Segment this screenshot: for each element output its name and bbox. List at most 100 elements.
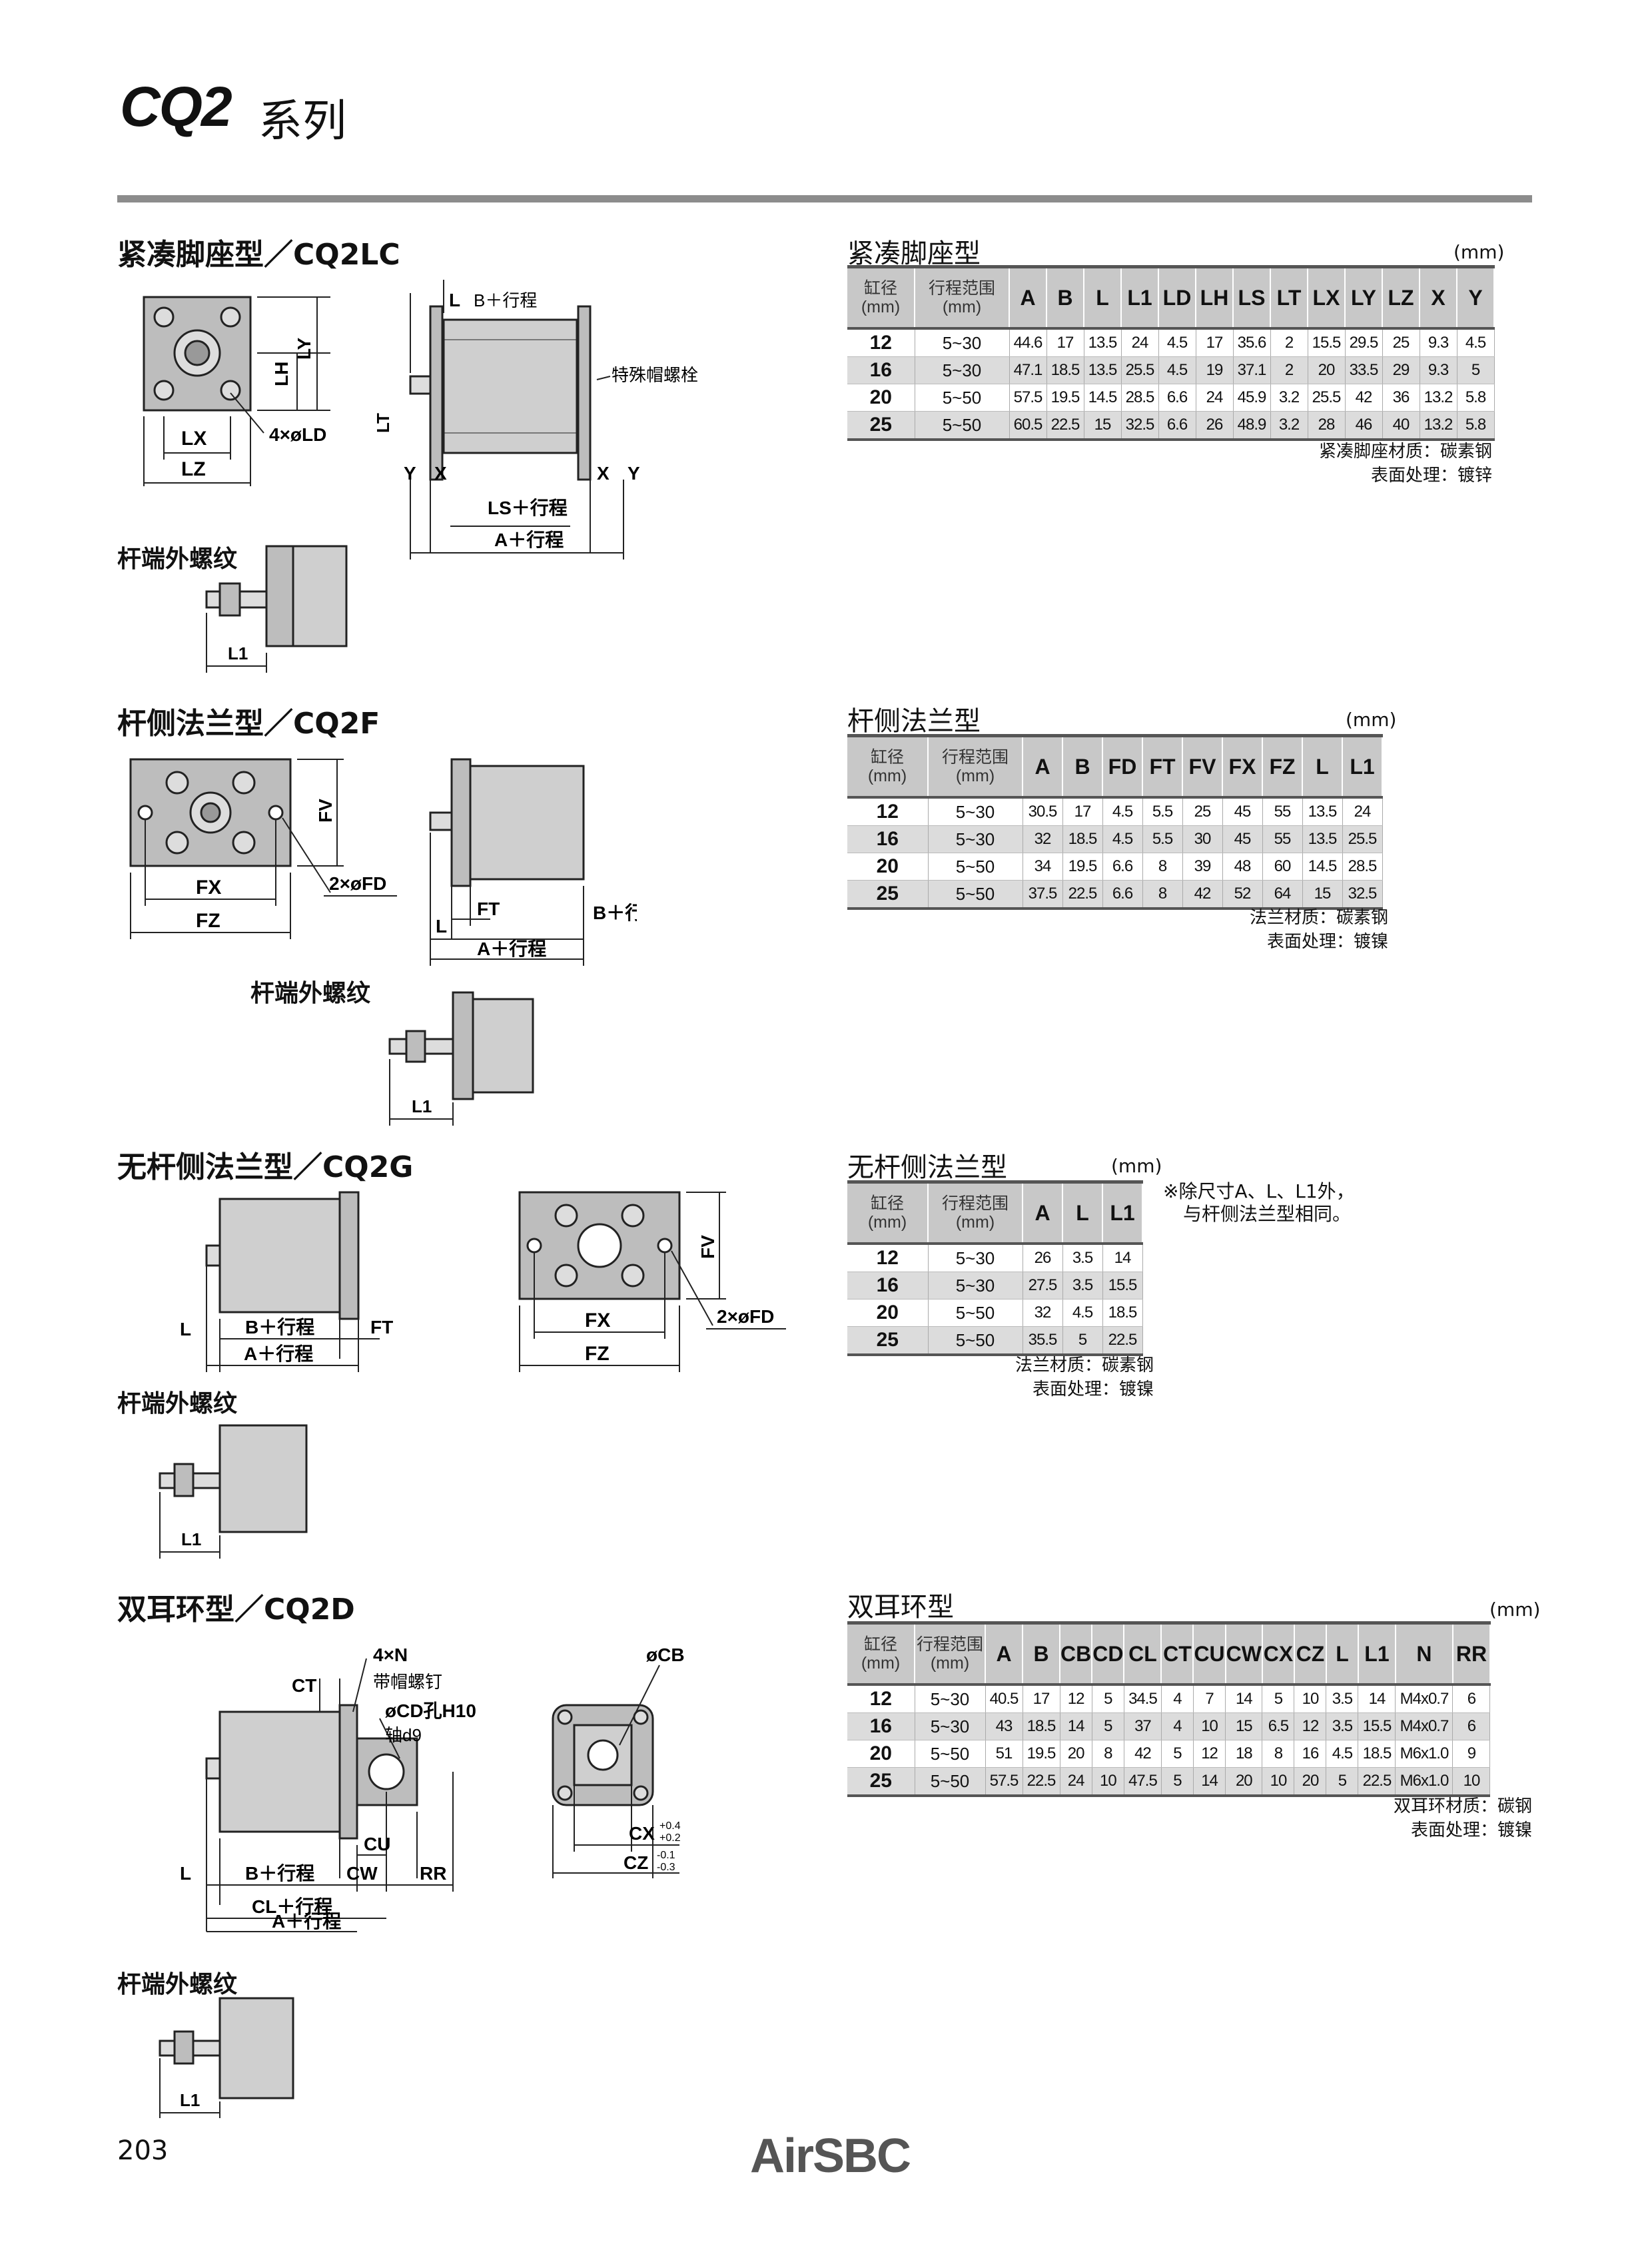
table-cell: 13.5	[1084, 328, 1122, 357]
column-header: L	[1084, 265, 1122, 330]
note-lc-finish: 表面处理：镀锌	[1370, 466, 1492, 486]
table-cell: 2	[1270, 356, 1308, 384]
note-g: 法兰材质：碳素钢 表面处理：镀镍	[1015, 1353, 1154, 1401]
bore-cell: 12	[847, 328, 915, 357]
table-cell: 33.5	[1345, 356, 1383, 384]
table-cell: 12	[1193, 1740, 1226, 1768]
table-cell: 5	[1326, 1767, 1359, 1797]
table-cell: 20	[1225, 1767, 1263, 1797]
cz-label: CZ	[623, 1852, 648, 1873]
table-cell: 9.3	[1420, 328, 1457, 357]
table-cell: 13.5	[1302, 797, 1343, 826]
table-cell: 22.5	[1062, 880, 1103, 910]
bore-cell: 16	[847, 1272, 929, 1300]
table-cell: 60.5	[1009, 411, 1047, 441]
stroke-range-cell: 5~50	[915, 1740, 986, 1768]
column-header: CT	[1161, 1621, 1194, 1686]
table-cell: 9.3	[1420, 356, 1457, 384]
table-cell: 15.5	[1102, 1272, 1143, 1300]
l1-label-g: L1	[181, 1529, 201, 1549]
unit-f: (mm)	[1346, 709, 1397, 731]
section-title-f: 杆侧法兰型／CQ2F	[117, 707, 380, 741]
table-cell: 5	[1457, 356, 1495, 384]
table-cell: 14	[1193, 1767, 1226, 1797]
table-cell: 30	[1182, 825, 1223, 853]
table-cell: 15.5	[1308, 328, 1346, 357]
table-cell: 8	[1142, 880, 1183, 910]
stroke-range-cell: 5~30	[928, 825, 1023, 853]
shaft-label: 轴d9	[385, 1725, 422, 1745]
table-cell: M4x0.7	[1395, 1684, 1453, 1713]
column-header: LD	[1158, 265, 1196, 330]
table-cell: 24	[1060, 1767, 1092, 1797]
bore-cell: 25	[847, 1767, 915, 1797]
table-cell: 8	[1092, 1740, 1124, 1768]
table-cell: 25	[1182, 797, 1223, 826]
table-cell: 55	[1262, 797, 1303, 826]
table-cell: 5.8	[1457, 384, 1495, 412]
stroke-range-cell: 5~30	[928, 1244, 1023, 1272]
fz-label-g: FZ	[585, 1343, 610, 1365]
table-cell: 45	[1222, 825, 1263, 853]
bore-cell: 25	[847, 411, 915, 441]
column-header: 缸径(mm)	[847, 734, 929, 799]
table-cell: 8	[1262, 1740, 1295, 1768]
unit-d: (mm)	[1489, 1599, 1541, 1621]
table-cell: 37	[1124, 1712, 1162, 1740]
lc-side-view	[409, 305, 592, 481]
table-cell: 12	[1294, 1712, 1327, 1740]
column-header: Y	[1457, 265, 1495, 330]
table-cell: 28.5	[1342, 853, 1383, 881]
table-cell: 22.5	[1046, 411, 1084, 441]
table-cell: 32	[1023, 1299, 1063, 1327]
bore-cell: 20	[847, 1740, 915, 1768]
table-cell: 43	[985, 1712, 1023, 1740]
stroke-range-cell: 5~50	[915, 384, 1010, 412]
column-header: LZ	[1382, 265, 1420, 330]
table-cell: 19.5	[1062, 853, 1103, 881]
series-title: CQ2	[120, 75, 232, 138]
rod-thread-drawing-lc: L1	[205, 545, 348, 673]
column-header: A	[985, 1621, 1023, 1686]
table-cell: 4	[1161, 1684, 1194, 1713]
table-cell: 47.5	[1124, 1767, 1162, 1797]
table-cell: 32.5	[1121, 411, 1159, 441]
table-cell: 22.5	[1102, 1326, 1143, 1356]
n-label: 4×N	[373, 1645, 408, 1665]
table-cell: 17	[1023, 1684, 1060, 1713]
table-cell: 28	[1308, 411, 1346, 441]
cap-screw-label: 带帽螺钉	[373, 1672, 442, 1692]
table-cell: M6x1.0	[1395, 1767, 1453, 1797]
note-lc: 紧凑脚座材质：碳素钢 表面处理：镀锌	[1319, 440, 1492, 488]
table-cell: 42	[1124, 1740, 1162, 1768]
column-header: L1	[1102, 1180, 1143, 1245]
column-header: 行程范围(mm)	[928, 734, 1023, 799]
series-suffix: 系列	[258, 95, 346, 147]
table-title-lc: 紧凑脚座型	[847, 238, 981, 269]
column-header: B	[1023, 1621, 1060, 1686]
y-label-left: Y	[404, 463, 416, 484]
table-cell: 35.5	[1023, 1326, 1063, 1356]
table-cell: 48	[1222, 853, 1263, 881]
table-cell: 15	[1302, 880, 1343, 910]
table-cell: 13.2	[1420, 411, 1457, 441]
table-cell: 45	[1222, 797, 1263, 826]
table-cell: 4	[1161, 1712, 1194, 1740]
table-cell: 4.5	[1102, 825, 1143, 853]
column-header: 行程范围(mm)	[915, 265, 1010, 330]
table-cell: 18.5	[1023, 1712, 1060, 1740]
rod-thread-label-lc: 杆端外螺纹	[117, 546, 238, 573]
table-cell: 10	[1092, 1767, 1124, 1797]
table-cell: 4.5	[1062, 1299, 1103, 1327]
table-cell: 3.5	[1326, 1712, 1359, 1740]
ls-stroke-label: LS＋行程	[488, 497, 568, 518]
table-cell: 6.6	[1102, 853, 1143, 881]
table-cell: 30.5	[1023, 797, 1063, 826]
section-title-d: 双耳环型／CQ2D	[117, 1593, 355, 1627]
side-note-g: ※除尺寸A、L、L1外， 与杆侧法兰型相同。	[1163, 1180, 1355, 1226]
